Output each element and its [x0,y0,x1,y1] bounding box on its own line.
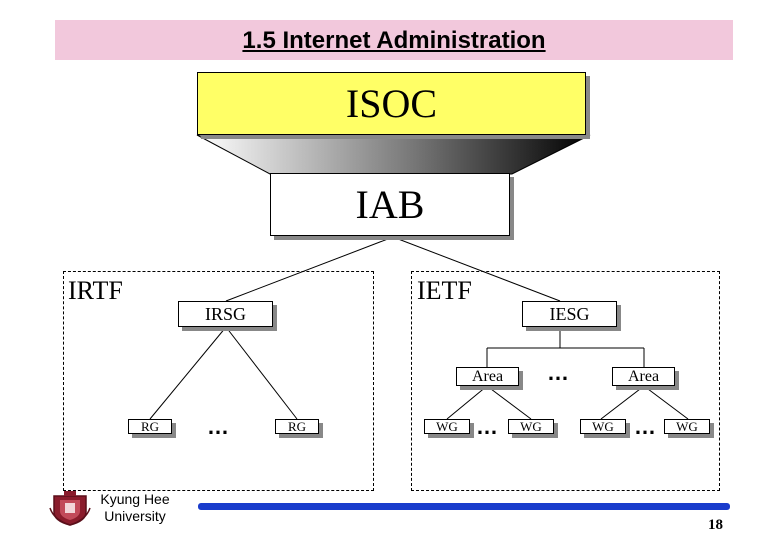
page-number: 18 [708,517,723,533]
university-name: Kyung Hee University [95,491,175,525]
rg-box-2: RG [275,419,319,434]
wg-ellipsis-2: … [634,414,657,439]
wg-label: WG [436,418,458,434]
footer-bar [198,503,730,510]
university-line-1: Kyung Hee [100,491,170,507]
wg-ellipsis-1: … [476,414,499,439]
ietf-panel [411,271,720,491]
rg-ellipsis: … [207,414,230,439]
area-label: Area [627,367,660,385]
irtf-panel [63,271,374,491]
rg-label: RG [140,418,160,434]
iesg-box: IESG [522,301,617,327]
title-bar: 1.5 Internet Administration [55,20,733,60]
ietf-label: IETF [417,276,472,305]
wg-box-1: WG [424,419,470,434]
area-ellipsis: … [547,360,570,385]
isoc-iab-funnel [196,134,591,175]
iab-label: IAB [355,182,425,227]
wg-label: WG [592,418,614,434]
rg-box-1: RG [128,419,172,434]
rg-label: RG [287,418,307,434]
iesg-label: IESG [549,303,590,324]
irsg-box: IRSG [178,301,273,327]
university-line-2: University [104,508,166,524]
iab-box: IAB [270,173,510,236]
slide-title: 1.5 Internet Administration [242,27,546,54]
area-box-1: Area [456,367,519,386]
wg-box-3: WG [580,419,626,434]
wg-box-2: WG [508,419,554,434]
wg-box-4: WG [664,419,710,434]
isoc-label: ISOC [345,81,438,126]
kyung-hee-university-seal-icon [49,491,91,526]
area-box-2: Area [612,367,675,386]
wg-label: WG [520,418,542,434]
area-label: Area [471,367,504,385]
wg-label: WG [676,418,698,434]
isoc-box: ISOC [197,72,586,135]
irtf-label: IRTF [68,276,123,305]
irsg-label: IRSG [204,303,246,324]
